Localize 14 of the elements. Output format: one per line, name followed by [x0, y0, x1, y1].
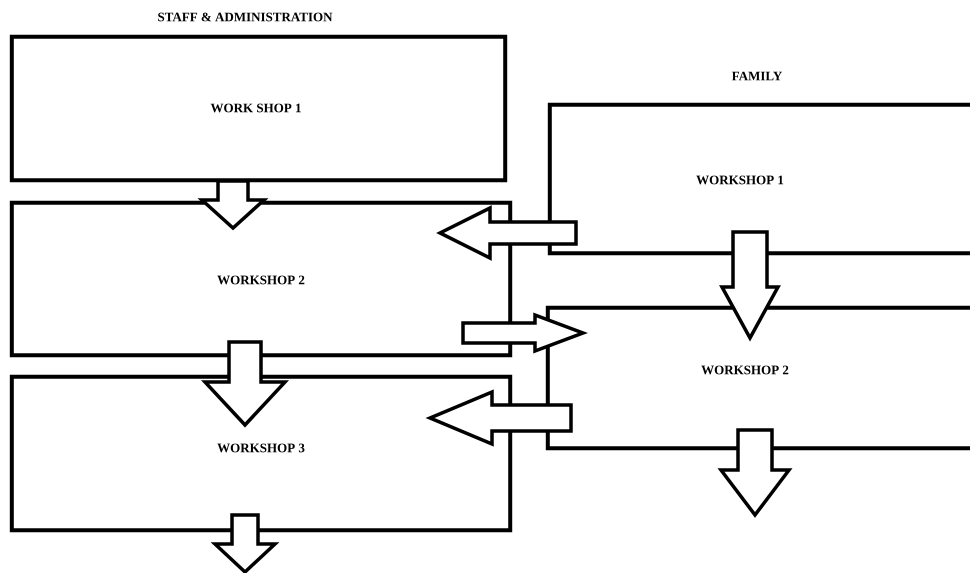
- block-arrow: [201, 340, 290, 428]
- block-arrow: [719, 230, 781, 342]
- workshop-box: WORK SHOP 1: [10, 34, 508, 182]
- workshop-box: WORKSHOP 2: [10, 200, 512, 358]
- block-arrow: [210, 513, 280, 573]
- block-arrow: [425, 389, 573, 447]
- workshop-box: WORKSHOP 1: [548, 102, 970, 256]
- column-heading: FAMILY: [732, 72, 782, 80]
- block-arrow: [717, 428, 793, 518]
- workshop-box: WORKSHOP 3: [10, 374, 512, 532]
- block-arrow: [197, 179, 269, 230]
- column-heading: STAFF & ADMINISTRATION: [158, 12, 332, 22]
- block-arrow: [461, 312, 588, 354]
- block-arrow: [436, 205, 578, 261]
